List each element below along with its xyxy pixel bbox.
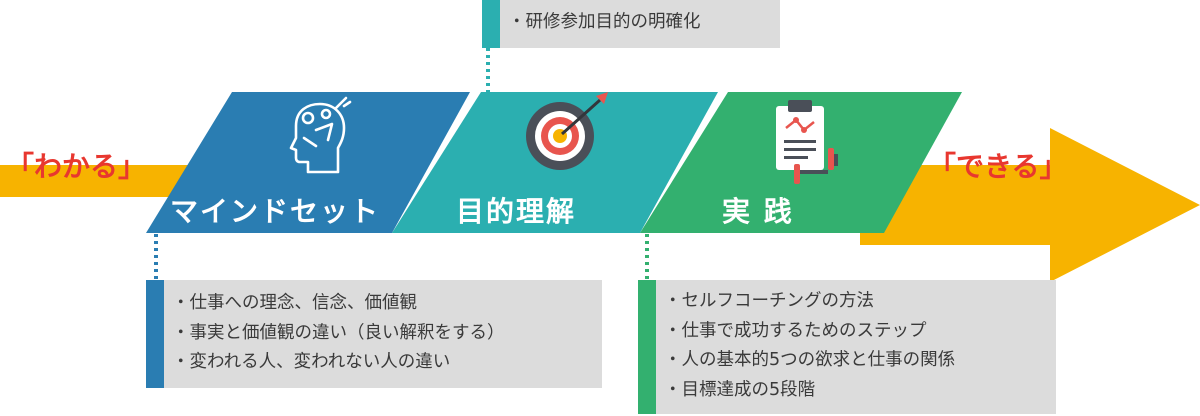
progress-arrow-head xyxy=(860,128,1200,282)
target-arrow-icon xyxy=(526,92,608,170)
list-item: 事実と価値観の違い（良い解釈をする） xyxy=(172,319,505,349)
head-gears-icon xyxy=(289,96,352,174)
mindset-box-accent xyxy=(146,280,164,388)
end-label: 「できる」 xyxy=(928,150,1068,183)
list-item: セルフコーチングの方法 xyxy=(664,287,955,317)
mindset-box: 仕事への理念、信念、価値観 事実と価値観の違い（良い解釈をする） 変われる人、変… xyxy=(146,280,602,388)
purpose-box: 研修参加目的の明確化 xyxy=(482,0,780,48)
progress-arrow xyxy=(0,165,220,197)
list-item: 人の基本的5つの欲求と仕事の関係 xyxy=(664,346,956,376)
stage-mindset-title: マインドセット xyxy=(170,195,381,228)
practice-box-list: セルフコーチングの方法 仕事で成功するためのステップ 人の基本的5つの欲求と仕事… xyxy=(664,287,956,406)
clipboard-dumbbell-icon xyxy=(776,100,838,184)
practice-box: セルフコーチングの方法 仕事で成功するためのステップ 人の基本的5つの欲求と仕事… xyxy=(638,280,1056,414)
list-item: 目標達成の5段階 xyxy=(664,376,955,406)
list-item: 変われる人、変われない人の違い xyxy=(172,348,505,378)
list-item: 研修参加目的の明確化 xyxy=(508,8,701,38)
stage-practice-title: 実 践 xyxy=(722,195,794,228)
purpose-box-accent xyxy=(482,0,500,48)
start-label: 「わかる」 xyxy=(6,150,147,183)
connector-mindset xyxy=(154,234,158,280)
mindset-box-list: 仕事への理念、信念、価値観 事実と価値観の違い（良い解釈をする） 変われる人、変… xyxy=(172,289,505,378)
list-item: 仕事への理念、信念、価値観 xyxy=(172,289,505,319)
purpose-box-list: 研修参加目的の明確化 xyxy=(508,8,701,38)
connector-practice xyxy=(645,234,649,280)
practice-box-accent xyxy=(638,280,656,414)
list-item: 仕事で成功するためのステップ xyxy=(664,317,955,347)
stage-purpose-title: 目的理解 xyxy=(456,195,577,228)
connector-purpose xyxy=(486,48,490,92)
